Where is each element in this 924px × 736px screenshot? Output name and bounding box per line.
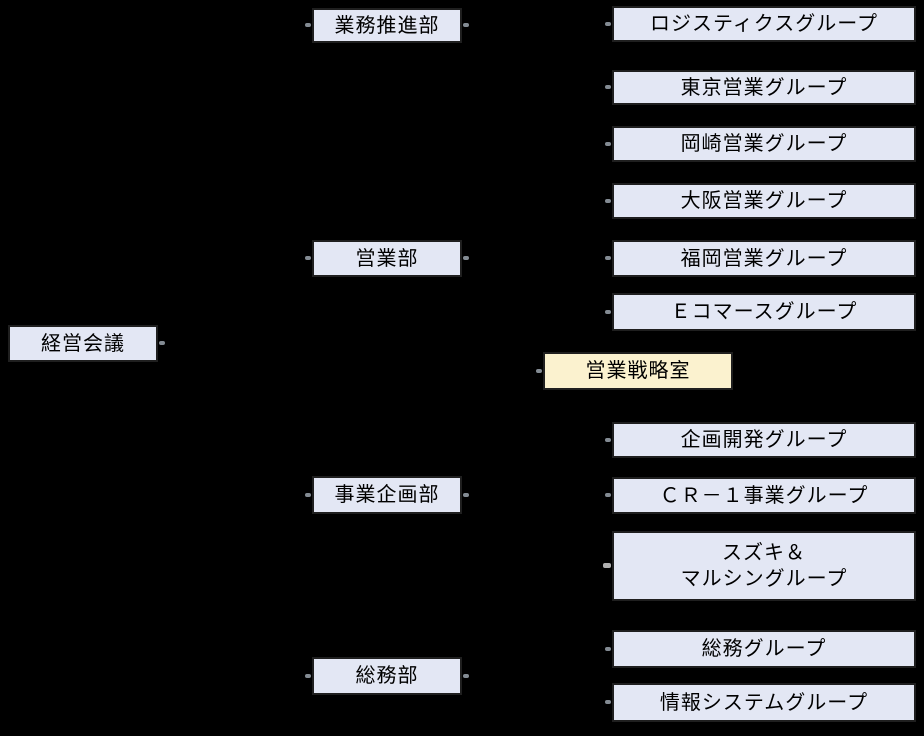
node-label: 総務部 [355,665,419,687]
connector-stub [605,700,611,704]
node-label: 事業企画部 [334,484,440,506]
connector-stub [305,674,311,678]
org-node-business-planning-dept: 事業企画部 [312,476,462,514]
connector-stub [603,563,611,568]
node-label-line1: スズキ＆ [722,542,806,564]
connector-stub [463,256,469,260]
connector-stub [159,341,165,345]
connector-stub [605,647,611,651]
connector-stub [605,256,611,260]
node-label-line2: マルシングループ [680,568,848,590]
org-node-ecommerce-group: Ｅコマースグループ [612,293,916,331]
connector-stub [305,23,311,27]
org-node-general-affairs-group: 総務グループ [612,630,916,668]
org-node-information-systems-group: 情報システムグループ [612,683,916,722]
org-node-management-meeting: 経営会議 [8,325,158,362]
node-label: Ｅコマースグループ [670,301,858,323]
node-label: ロジスティクスグループ [650,13,878,35]
org-node-planning-development-group: 企画開発グループ [612,422,916,458]
connector-stub [605,22,611,26]
connector-stub [605,310,611,314]
connector-stub [605,142,611,146]
connector-stub [305,493,311,497]
node-label: 東京営業グループ [680,76,848,99]
node-label: ＣＲ－１事業グループ [659,484,869,507]
node-label: 福岡営業グループ [680,247,848,270]
org-node-fukuoka-sales-group: 福岡営業グループ [612,240,916,277]
connector-stub [605,199,611,203]
org-node-tokyo-sales-group: 東京営業グループ [612,70,916,105]
node-label: 業務推進部 [334,14,440,37]
org-node-osaka-sales-group: 大阪営業グループ [612,183,916,219]
node-label: 大阪営業グループ [680,190,848,212]
connector-stub [463,674,469,678]
connector-stub [605,85,611,89]
node-label: 情報システムグループ [659,691,869,714]
connector-stub [463,493,469,497]
connector-stub [605,438,611,442]
org-node-sales-strategy-office: 営業戦略室 [543,352,733,390]
node-label: 営業部 [355,247,419,270]
node-label: 企画開発グループ [680,429,848,451]
connector-stub [536,369,542,373]
org-node-suzuki-marushin-group: スズキ＆ マルシングループ [612,531,916,601]
org-node-general-affairs-dept: 総務部 [312,657,462,695]
org-node-cr1-business-group: ＣＲ－１事業グループ [612,477,916,514]
node-label: 岡崎営業グループ [680,133,848,155]
org-node-okazaki-sales-group: 岡崎営業グループ [612,126,916,162]
node-label: スズキ＆ マルシングループ [681,540,848,592]
connector-stub [305,256,311,260]
connector-stub [605,493,611,497]
org-node-sales-dept: 営業部 [312,240,462,277]
node-label: 営業戦略室 [585,360,691,382]
node-label: 経営会議 [41,332,125,355]
connector-stub [463,23,469,27]
org-node-business-promotion-dept: 業務推進部 [312,8,462,43]
node-label: 総務グループ [701,638,827,660]
org-node-logistics-group: ロジスティクスグループ [612,6,916,42]
